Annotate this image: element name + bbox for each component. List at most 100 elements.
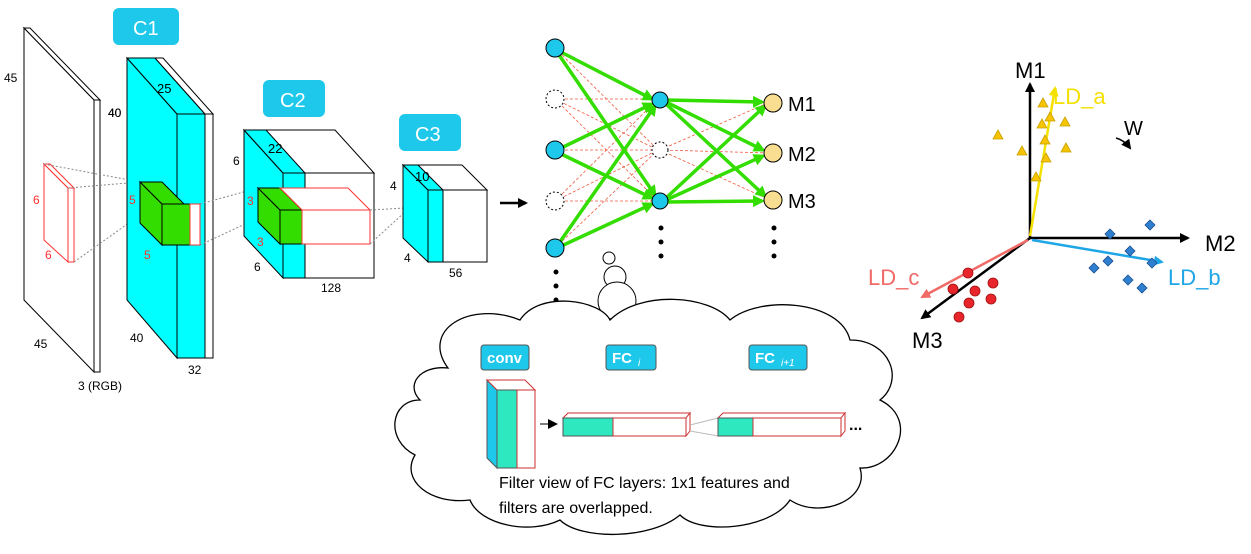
- c2-filter-w: 3: [257, 235, 264, 249]
- fc-i1-tag-sub: i+1: [781, 358, 795, 369]
- class-c-point: [985, 293, 997, 305]
- output-label-m3: M3: [788, 191, 816, 213]
- c2-top-label: 22: [268, 141, 282, 156]
- class-a-point: [1016, 145, 1028, 156]
- class-a-points: [992, 97, 1072, 182]
- class-c-point: [963, 297, 975, 309]
- class-b-point: [1136, 282, 1148, 294]
- c2-layer: C2 22 6 6 128 3 3: [233, 80, 406, 295]
- class-c-points: [947, 267, 999, 323]
- input-height-label: 45: [4, 71, 18, 85]
- axis-m1-label: M1: [1015, 58, 1046, 83]
- fc-filter-view-cloud: conv FC i FC i+1 ... Filter view of FC l…: [394, 298, 902, 536]
- continuation-dots: [553, 225, 777, 303]
- output-label-m1: M1: [788, 94, 816, 116]
- input-layer: 45 40 45 3 (RGB) 6 6: [4, 26, 141, 393]
- c2-bottom-label: 6: [254, 260, 261, 274]
- ld-c-vector: [920, 238, 1029, 299]
- axis-m3-label: M3: [912, 328, 943, 353]
- c3-top-label: 10: [415, 169, 429, 184]
- class-c-point: [969, 285, 981, 297]
- c1-top-label: 25: [157, 81, 171, 96]
- c1-filter-h: 5: [129, 193, 136, 207]
- cloud-caption-line1: Filter view of FC layers: 1x1 features a…: [499, 475, 790, 492]
- c1-bottom-label: 40: [130, 331, 144, 345]
- ld-c-label: LD_c: [868, 265, 919, 290]
- c1-tag: [113, 8, 179, 45]
- c1-filter-w: 5: [144, 248, 151, 262]
- conv-tag: [480, 344, 530, 371]
- c2-filter-h: 3: [247, 194, 254, 208]
- fc-output-node: [763, 143, 783, 163]
- c3-layer: C3 10 4 4 56: [390, 114, 489, 280]
- input-filter-w: 6: [45, 248, 52, 262]
- c2-left-label: 6: [233, 154, 240, 168]
- fc-hidden-node-dropped: [651, 141, 669, 159]
- fc-input-node: [545, 238, 565, 258]
- class-b-point: [1124, 245, 1136, 257]
- fc-i-tag-sub: i: [638, 358, 641, 369]
- input-side-label: 40: [108, 106, 122, 120]
- class-a-point: [992, 129, 1004, 140]
- cloud-ellipsis: ...: [849, 417, 862, 434]
- class-a-point: [1040, 152, 1052, 163]
- c1-layer: C1 25 40 40 32 5 5: [108, 8, 259, 377]
- ld-b-vector: [1031, 238, 1164, 266]
- output-label-m2: M2: [788, 144, 816, 166]
- fc-output-node: [763, 93, 783, 113]
- class-a-point: [1039, 134, 1051, 145]
- rotation-label: W: [1124, 118, 1143, 140]
- c3-depth-label: 56: [449, 266, 463, 280]
- c1-depth-label: 32: [188, 363, 202, 377]
- feature-space-plot: M1 M2 M3 LD_a LD_b LD_c W: [868, 58, 1236, 353]
- fc-i1-tag: [748, 344, 808, 371]
- fc-input-node-dropped: [545, 89, 565, 109]
- class-c-point: [987, 277, 999, 289]
- class-b-point: [1104, 228, 1116, 240]
- input-filter-h: 6: [33, 193, 40, 207]
- c2-depth-label: 128: [321, 281, 341, 295]
- fc-i1-tag-label: FC: [755, 350, 775, 367]
- class-a-point: [1060, 142, 1072, 153]
- class-b-point: [1144, 219, 1156, 231]
- class-b-point: [1122, 274, 1134, 286]
- fc-hidden-node: [651, 192, 669, 210]
- axis-m3: [920, 236, 1031, 320]
- fc-input-node: [545, 38, 565, 58]
- class-b-point: [1146, 257, 1158, 269]
- input-depth-label: 3 (RGB): [78, 379, 122, 393]
- fc-network: M1 M2 M3: [545, 38, 816, 321]
- c2-tag-label: C2: [280, 90, 306, 112]
- c3-tag: [399, 114, 461, 151]
- class-a-point: [1036, 118, 1048, 129]
- ld-a-label: LD_a: [1053, 84, 1106, 109]
- class-a-point: [1037, 97, 1049, 108]
- ld-b-label: LD_b: [1168, 265, 1221, 290]
- rotation-arrow: [1115, 137, 1132, 150]
- c3-tag-label: C3: [415, 124, 441, 146]
- class-b-points: [1088, 219, 1158, 294]
- input-width-label: 45: [34, 337, 48, 351]
- class-a-point: [1030, 171, 1042, 182]
- fc-input-node-dropped: [545, 191, 565, 211]
- class-a-point: [1059, 116, 1071, 127]
- class-b-point: [1088, 262, 1100, 274]
- class-b-point: [1102, 255, 1114, 267]
- class-a-point: [1044, 111, 1056, 122]
- cloud-caption-line2: filters are overlapped.: [499, 500, 653, 517]
- fc-hidden-node: [651, 91, 669, 109]
- c3-left-label: 4: [390, 179, 397, 193]
- conv-tag-label: conv: [487, 350, 523, 367]
- fc-i-tag-label: FC: [612, 350, 632, 367]
- axis-m2-label: M2: [1205, 231, 1236, 256]
- fc-output-node: [763, 190, 783, 210]
- c2-tag: [263, 80, 325, 117]
- c3-bottom-label: 4: [404, 251, 411, 265]
- class-c-point: [962, 267, 974, 279]
- c1-tag-label: C1: [133, 18, 159, 40]
- class-c-point: [947, 283, 959, 295]
- fc-input-node: [545, 140, 565, 160]
- c1-left-label: 40: [108, 106, 122, 120]
- class-c-point: [953, 311, 965, 323]
